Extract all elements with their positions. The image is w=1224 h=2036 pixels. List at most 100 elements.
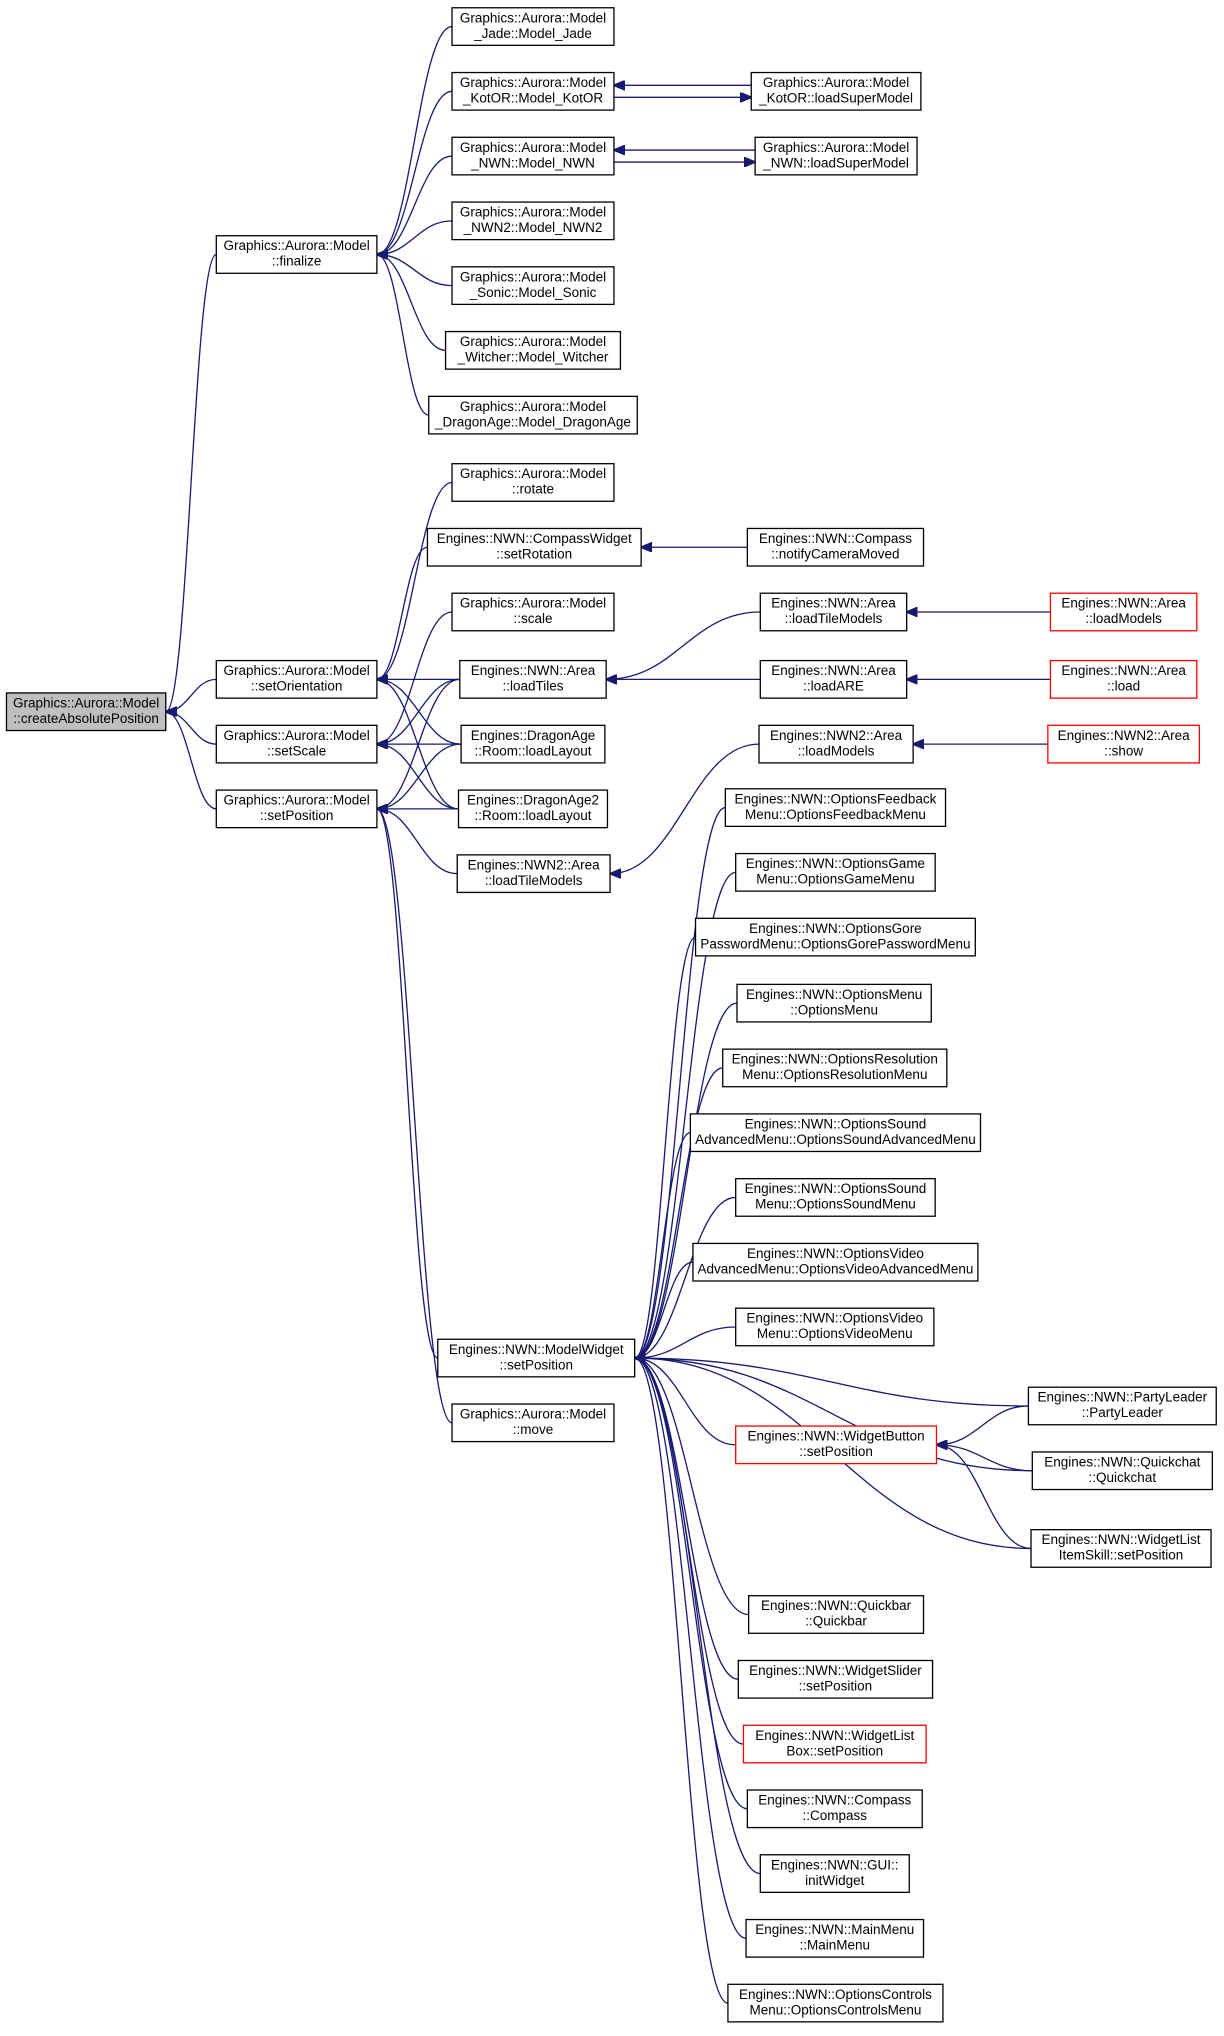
node-nwn2TileModels[interactable]: Engines::NWN2::Area::loadTileModels	[456, 854, 611, 894]
node-nwn2LoadModels[interactable]: Engines::NWN2::Area::loadModels	[758, 724, 914, 764]
node-label-line: Box::setPosition	[786, 1743, 883, 1758]
node-witcher[interactable]: Graphics::Aurora::Model_Witcher::Model_W…	[444, 330, 622, 370]
edge-scale-to-setScale	[377, 611, 453, 744]
node-label-line: Engines::NWN::MainMenu	[755, 1922, 914, 1937]
node-label-line: ::scale	[513, 611, 552, 626]
node-box	[451, 71, 615, 111]
node-label-line: Engines::NWN::GUI::	[771, 1857, 899, 1872]
node-box	[451, 7, 615, 46]
node-slider[interactable]: Engines::NWN::WidgetSlider::setPosition	[737, 1659, 934, 1699]
node-box	[215, 235, 378, 274]
node-sonic[interactable]: Graphics::Aurora::Model_Sonic::Model_Son…	[451, 266, 615, 306]
edge-setOrientation-to-root	[166, 678, 217, 711]
node-nwnLoadModels[interactable]: Engines::NWN::Area::loadModels	[1049, 592, 1198, 632]
node-loadTiles[interactable]: Engines::NWN::Area::loadTiles	[459, 659, 607, 699]
node-box	[451, 266, 615, 306]
node-label-line: Menu::OptionsControlsMenu	[750, 2002, 922, 2017]
node-box	[1049, 659, 1198, 699]
node-nwn2Show[interactable]: Engines::NWN2::Area::show	[1047, 724, 1201, 764]
node-box	[724, 788, 947, 828]
edge-loadTiles-to-setPosition	[377, 678, 460, 809]
node-label-line: Engines::NWN2::Area	[770, 728, 903, 743]
node-optFeedback[interactable]: Engines::NWN::OptionsFeedbackMenu::Optio…	[724, 788, 947, 828]
node-jade[interactable]: Graphics::Aurora::Model_Jade::Model_Jade	[451, 7, 615, 46]
node-box	[215, 724, 378, 764]
node-partyLeader[interactable]: Engines::NWN::PartyLeader::PartyLeader	[1027, 1386, 1217, 1426]
node-label-line: Graphics::Aurora::Model	[763, 75, 909, 90]
edge-widgetButton-to-modelWidget	[635, 1358, 736, 1446]
node-box	[694, 917, 976, 957]
node-label-line: ::load	[1107, 679, 1140, 694]
node-box	[759, 592, 908, 632]
node-label-line: ::loadModels	[798, 743, 875, 758]
node-label-line: ::loadTileModels	[485, 873, 583, 888]
node-label-line: Engines::NWN::Area	[771, 596, 896, 611]
node-gui[interactable]: Engines::NWN::GUI::initWidget	[759, 1854, 910, 1893]
node-box	[451, 136, 615, 176]
node-daRoom[interactable]: Engines::DragonAge::Room::loadLayout	[460, 724, 606, 764]
node-label-line: ::setScale	[267, 743, 326, 758]
node-label-line: Menu::OptionsVideoMenu	[757, 1326, 913, 1341]
edge-optGame-to-modelWidget	[635, 871, 736, 1358]
node-quickbar[interactable]: Engines::NWN::Quickbar::Quickbar	[747, 1595, 925, 1634]
node-optControls[interactable]: Engines::NWN::OptionsControlsMenu::Optio…	[727, 1983, 944, 2023]
node-rotate[interactable]: Graphics::Aurora::Model::rotate	[451, 463, 615, 502]
node-dragonage[interactable]: Graphics::Aurora::Model_DragonAge::Model…	[428, 395, 638, 435]
node-scale[interactable]: Graphics::Aurora::Model::scale	[451, 592, 615, 632]
node-root[interactable]: Graphics::Aurora::Model::createAbsoluteP…	[5, 692, 167, 732]
node-nwnTileModels[interactable]: Engines::NWN::Area::loadTileModels	[759, 592, 908, 632]
node-nwn[interactable]: Graphics::Aurora::Model_NWN::Model_NWN	[451, 136, 615, 176]
node-optVideo[interactable]: Engines::NWN::OptionsVideoMenu::OptionsV…	[735, 1307, 935, 1347]
node-box	[758, 724, 914, 764]
node-compass[interactable]: Engines::NWN::Compass::Compass	[746, 1789, 923, 1829]
edge-kotor-to-finalize	[377, 90, 453, 254]
node-optVideoAdv[interactable]: Engines::NWN::OptionsVideoAdvancedMenu::…	[692, 1242, 979, 1282]
node-mainMenu[interactable]: Engines::NWN::MainMenu::MainMenu	[745, 1918, 925, 1958]
node-nwnLoad[interactable]: Engines::NWN::Area::load	[1049, 659, 1198, 699]
node-nwnLoadARE[interactable]: Engines::NWN::Area::loadARE	[759, 659, 908, 699]
node-nwnSuper[interactable]: Graphics::Aurora::Model_NWN::loadSuperMo…	[754, 136, 918, 176]
node-nwn2[interactable]: Graphics::Aurora::Model_NWN2::Model_NWN2	[451, 201, 615, 241]
node-move[interactable]: Graphics::Aurora::Model::move	[451, 1403, 615, 1443]
node-box	[1049, 592, 1198, 632]
node-widgetButton[interactable]: Engines::NWN::WidgetButton::setPosition	[735, 1425, 938, 1465]
node-compassWidget[interactable]: Engines::NWN::CompassWidget::setRotation	[426, 527, 642, 567]
edge-witcher-to-finalize	[377, 255, 446, 352]
node-optMenu[interactable]: Engines::NWN::OptionsMenu::OptionsMenu	[736, 983, 932, 1023]
node-label-line: initWidget	[805, 1873, 865, 1888]
node-box	[1047, 724, 1201, 764]
node-label-line: ::Compass	[803, 1808, 868, 1823]
node-label-line: Engines::NWN::WidgetList	[1041, 1532, 1200, 1547]
node-label-line: Graphics::Aurora::Model	[460, 399, 606, 414]
node-label-line: ::MainMenu	[800, 1938, 871, 1953]
edge-optFeedback-to-modelWidget	[635, 806, 726, 1358]
node-setScale[interactable]: Graphics::Aurora::Model::setScale	[215, 724, 378, 764]
node-optGore[interactable]: Engines::NWN::OptionsGorePasswordMenu::O…	[694, 917, 976, 957]
node-label-line: Graphics::Aurora::Model	[460, 75, 606, 90]
edge-optSoundAdv-to-modelWidget	[635, 1132, 691, 1358]
node-finalize[interactable]: Graphics::Aurora::Model::finalize	[215, 235, 378, 274]
node-box	[737, 1659, 934, 1699]
node-setPosition[interactable]: Graphics::Aurora::Model::setPosition	[215, 789, 378, 829]
node-kotor[interactable]: Graphics::Aurora::Model_KotOR::Model_Kot…	[451, 71, 615, 111]
node-label-line: Graphics::Aurora::Model	[223, 728, 369, 743]
node-label-line: Menu::OptionsFeedbackMenu	[745, 807, 926, 822]
node-optSound[interactable]: Engines::NWN::OptionsSoundMenu::OptionsS…	[735, 1178, 936, 1217]
node-optSoundAdv[interactable]: Engines::NWN::OptionsSoundAdvancedMenu::…	[689, 1113, 982, 1153]
node-listItemSkill[interactable]: Engines::NWN::WidgetListItemSkill::setPo…	[1030, 1529, 1212, 1568]
node-label-line: ::Room::loadLayout	[474, 808, 591, 823]
node-kotorSuper[interactable]: Graphics::Aurora::Model_KotOR::loadSuper…	[750, 71, 922, 111]
node-label-line: ::rotate	[512, 482, 554, 497]
node-compassNotify[interactable]: Engines::NWN::Compass::notifyCameraMoved	[746, 527, 925, 567]
edge-nwn2-to-finalize	[377, 220, 453, 255]
node-optGame[interactable]: Engines::NWN::OptionsGameMenu::OptionsGa…	[735, 852, 936, 892]
node-setOrientation[interactable]: Graphics::Aurora::Model::setOrientation	[215, 659, 378, 699]
node-label-line: Engines::NWN::WidgetButton	[748, 1429, 925, 1444]
node-modelWidget[interactable]: Engines::NWN::ModelWidget::setPosition	[437, 1338, 636, 1378]
node-label-line: ::setRotation	[496, 546, 572, 561]
node-quickchat[interactable]: Engines::NWN::Quickchat::Quickchat	[1031, 1451, 1213, 1491]
node-da2Room[interactable]: Engines::DragonAge2::Room::loadLayout	[457, 789, 609, 829]
node-label-line: Engines::NWN::Compass	[758, 1793, 911, 1808]
node-optRes[interactable]: Engines::NWN::OptionsResolutionMenu::Opt…	[722, 1048, 948, 1088]
